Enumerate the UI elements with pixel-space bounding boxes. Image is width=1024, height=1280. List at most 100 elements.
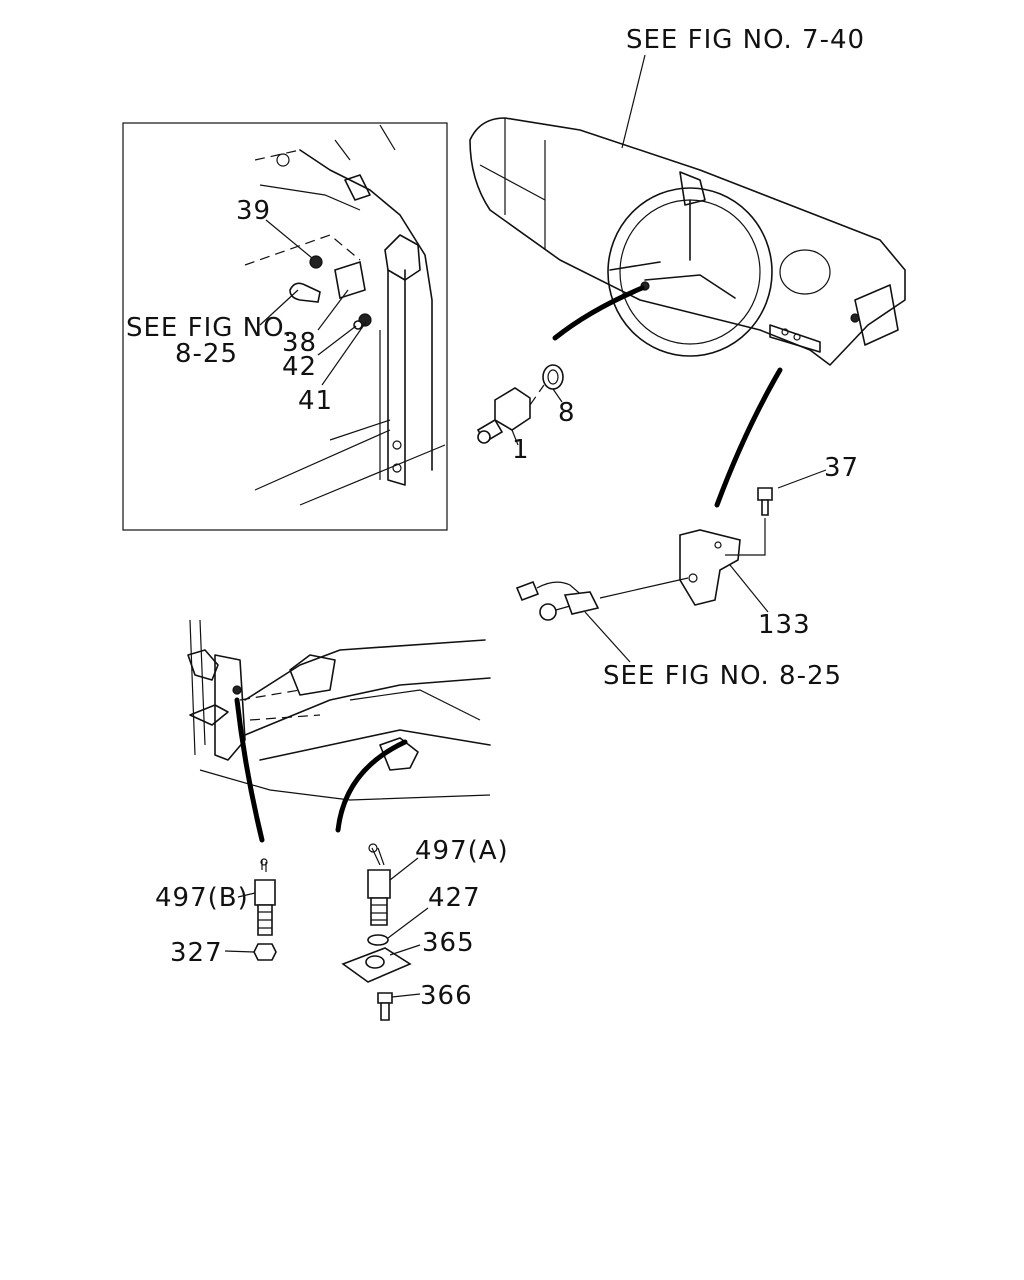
- part-37-bolt-head: [757, 487, 773, 501]
- callout-37: 37: [824, 453, 860, 483]
- gauge-right: [779, 249, 831, 295]
- part-497a-wire-end: [368, 843, 378, 853]
- part-497b-wire-end: [260, 858, 268, 866]
- dash-end-panel: [854, 284, 899, 346]
- ref-fig-7-40: SEE FIG NO. 7-40: [626, 25, 866, 55]
- dash-inner-lines: [479, 118, 546, 250]
- part-8-ring-inner: [547, 369, 559, 385]
- part-497b-thread-lines: [258, 911, 272, 929]
- part-365-boss: [365, 955, 385, 969]
- leader-366: [391, 993, 421, 998]
- part-366-shank: [380, 1002, 390, 1021]
- bracket-group: [515, 469, 827, 663]
- leader-fig-8-25-inset: [259, 289, 299, 326]
- part-133-bracket: [679, 529, 741, 606]
- indicator-497a: [335, 739, 408, 833]
- chassis-assembly: [187, 619, 491, 801]
- part-497a-wires: [371, 847, 385, 866]
- inset-dash-1: [254, 149, 301, 161]
- callout-327: 327: [170, 938, 223, 968]
- part-37-bolt-shank: [761, 499, 769, 516]
- callout-366: 366: [420, 981, 473, 1011]
- dash-outline: [469, 117, 906, 366]
- chassis-post-left: [189, 619, 206, 756]
- leader-42: [317, 325, 357, 356]
- dashboard-assembly: [469, 54, 906, 366]
- leader-427: [387, 907, 429, 939]
- part-327-nut: [253, 943, 277, 961]
- part-42-washer: [353, 320, 363, 330]
- chassis-frame-low: [259, 729, 491, 761]
- callout-38: 38: [282, 328, 318, 358]
- callout-133: 133: [758, 610, 811, 640]
- inset-detail: [122, 122, 448, 531]
- leader-fig-7-40: [621, 54, 646, 149]
- chassis-frame-top: [244, 639, 486, 701]
- leader-38: [317, 289, 349, 331]
- chassis-sensor-mount: [379, 737, 419, 771]
- inset-hole-3: [276, 153, 290, 167]
- leader-365: [389, 944, 421, 956]
- callout-1: 1: [512, 435, 530, 465]
- part-427-washer: [367, 934, 389, 946]
- callout-497a: 497(A): [415, 836, 509, 866]
- inset-edge-2: [334, 124, 396, 161]
- part-366-head: [377, 992, 393, 1004]
- ref-fig-8-25-bottom: SEE FIG NO. 8-25: [603, 661, 843, 691]
- part-497b-body: [254, 879, 276, 906]
- steering-wheel-rim: [607, 187, 773, 357]
- part-39-bolt: [309, 255, 323, 269]
- leader-39: [265, 219, 313, 259]
- leader-327: [224, 950, 255, 953]
- part-switch-inset: [289, 282, 321, 303]
- leader-37: [777, 469, 827, 489]
- pillar-post: [387, 269, 406, 486]
- indicator-497b: [234, 697, 265, 843]
- chassis-upright: [214, 654, 246, 761]
- callout-39: 39: [236, 196, 272, 226]
- connector-stem: [555, 605, 571, 611]
- leader-8: [552, 388, 563, 403]
- leader-133: [729, 564, 769, 613]
- bracket-hole-1: [688, 573, 698, 583]
- connector-plug-1: [515, 580, 540, 602]
- callout-8: 8: [558, 398, 576, 428]
- callout-497b: 497(B): [155, 883, 249, 913]
- switch-panel: [769, 324, 821, 353]
- part-497a-thread-lines: [371, 904, 387, 921]
- indicator-switch-1: [552, 285, 645, 341]
- callout-427: 427: [428, 883, 481, 913]
- part-1-switch-body: [494, 387, 531, 431]
- steering-spokes: [609, 199, 736, 299]
- callout-365: 365: [422, 928, 475, 958]
- dash-vent: [679, 171, 706, 206]
- part-38-bracket: [334, 260, 366, 300]
- inset-floor-lines: [254, 419, 446, 506]
- switch-dash: [529, 384, 545, 406]
- pillar-tab: [344, 174, 371, 201]
- switch-dot-2: [793, 333, 801, 341]
- ref-fig-8-25-inset-line1: SEE FIG NO.: [126, 313, 293, 343]
- chassis-dash: [239, 689, 321, 721]
- part-1-switch-cap: [477, 430, 491, 444]
- leader-37-install: [725, 518, 766, 556]
- switch-dot-1: [781, 328, 789, 336]
- part-497a-body: [367, 869, 391, 899]
- callout-41: 41: [298, 386, 334, 416]
- connector-switch-body: [563, 591, 600, 615]
- dash-end-knob: [850, 313, 860, 323]
- indicator-bracket-133: [714, 367, 783, 508]
- bracket-hole-2: [714, 541, 722, 549]
- leader-connector-to-bracket: [599, 577, 689, 599]
- leader-497b: [237, 892, 256, 898]
- inset-dash-2: [244, 234, 361, 266]
- chassis-sensor-b: [232, 685, 242, 695]
- ref-fig-8-25-inset-line2: 8-25: [175, 339, 239, 369]
- switch-group: [476, 364, 564, 446]
- chassis-rail: [349, 689, 481, 721]
- leader-fig-8-25-bottom: [584, 611, 631, 663]
- pillar-bracket: [384, 234, 421, 281]
- chassis-lower-bracket: [189, 704, 229, 726]
